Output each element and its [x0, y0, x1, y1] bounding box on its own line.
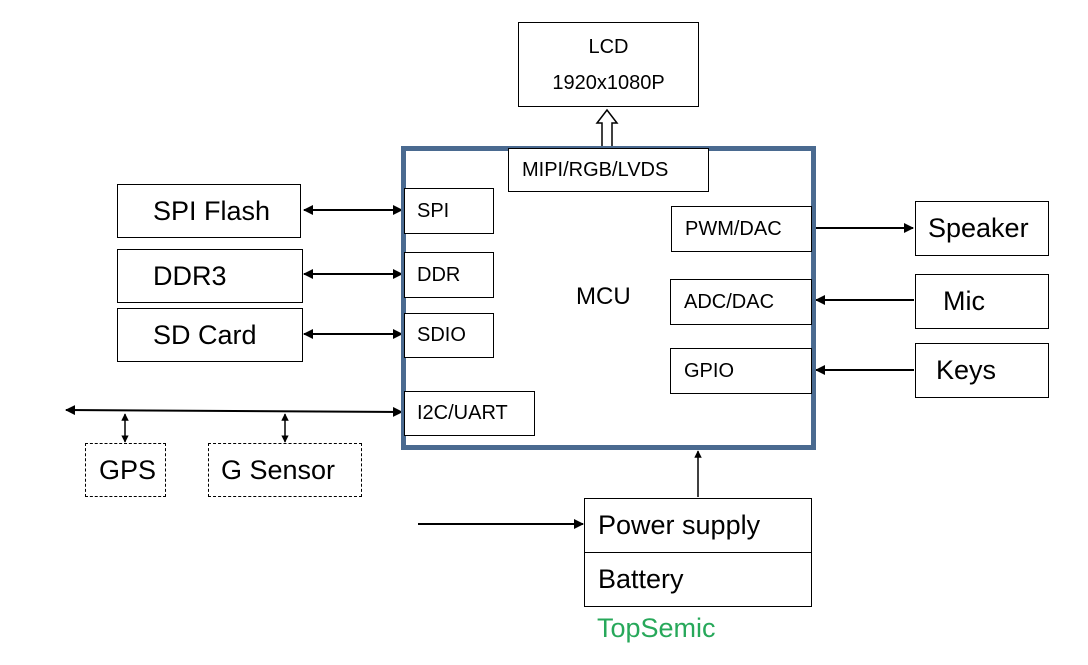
device-gps-label: GPS	[99, 454, 157, 485]
device-ddr3-label: DDR3	[153, 260, 227, 291]
port-gpio-label: GPIO	[684, 359, 735, 382]
port-adc-dac: ADC/DAC	[670, 279, 812, 325]
watermark-topsemic: TopSemic	[597, 613, 716, 643]
device-g-sensor: G Sensor	[208, 443, 362, 497]
port-mipi-label: MIPI/RGB/LVDS	[522, 158, 669, 181]
device-ddr3: DDR3	[117, 249, 303, 303]
device-sd-card: SD Card	[117, 308, 303, 362]
battery-block: Battery	[584, 552, 812, 607]
device-keys-label: Keys	[936, 355, 997, 385]
device-spi-flash-label: SPI Flash	[153, 195, 271, 226]
lcd-name: LCD	[588, 35, 629, 58]
device-speaker: Speaker	[915, 201, 1049, 256]
port-sdio-label: SDIO	[417, 324, 466, 346]
device-g-sensor-label: G Sensor	[221, 454, 336, 485]
lcd-block: LCD 1920x1080P	[518, 22, 699, 107]
device-spi-flash: SPI Flash	[117, 184, 301, 238]
device-mic-label: Mic	[943, 286, 985, 316]
port-ddr-label: DDR	[417, 263, 461, 286]
bus-line	[65, 405, 403, 417]
display-hollow-arrow	[595, 108, 619, 148]
port-gpio: GPIO	[670, 348, 812, 394]
device-gps: GPS	[85, 443, 166, 497]
device-sd-card-label: SD Card	[153, 319, 257, 350]
port-adc-dac-label: ADC/DAC	[684, 290, 775, 313]
port-sdio: SDIO	[404, 313, 494, 358]
port-i2c-uart: I2C/UART	[404, 391, 535, 436]
power-supply-label: Power supply	[598, 510, 761, 540]
mcu-label: MCU	[576, 283, 631, 310]
device-speaker-label: Speaker	[928, 213, 1029, 243]
port-ddr: DDR	[404, 252, 494, 298]
port-spi: SPI	[404, 188, 494, 234]
port-pwm-dac-label: PWM/DAC	[685, 217, 782, 240]
port-i2c-uart-label: I2C/UART	[417, 402, 508, 424]
port-mipi-rgb-lvds: MIPI/RGB/LVDS	[508, 148, 709, 192]
port-spi-label: SPI	[417, 199, 450, 222]
device-keys: Keys	[915, 343, 1049, 398]
port-pwm-dac: PWM/DAC	[671, 206, 812, 252]
power-supply-block: Power supply	[584, 498, 812, 553]
device-mic: Mic	[915, 274, 1049, 329]
battery-label: Battery	[598, 564, 684, 594]
lcd-resolution: 1920x1080P	[552, 71, 665, 94]
